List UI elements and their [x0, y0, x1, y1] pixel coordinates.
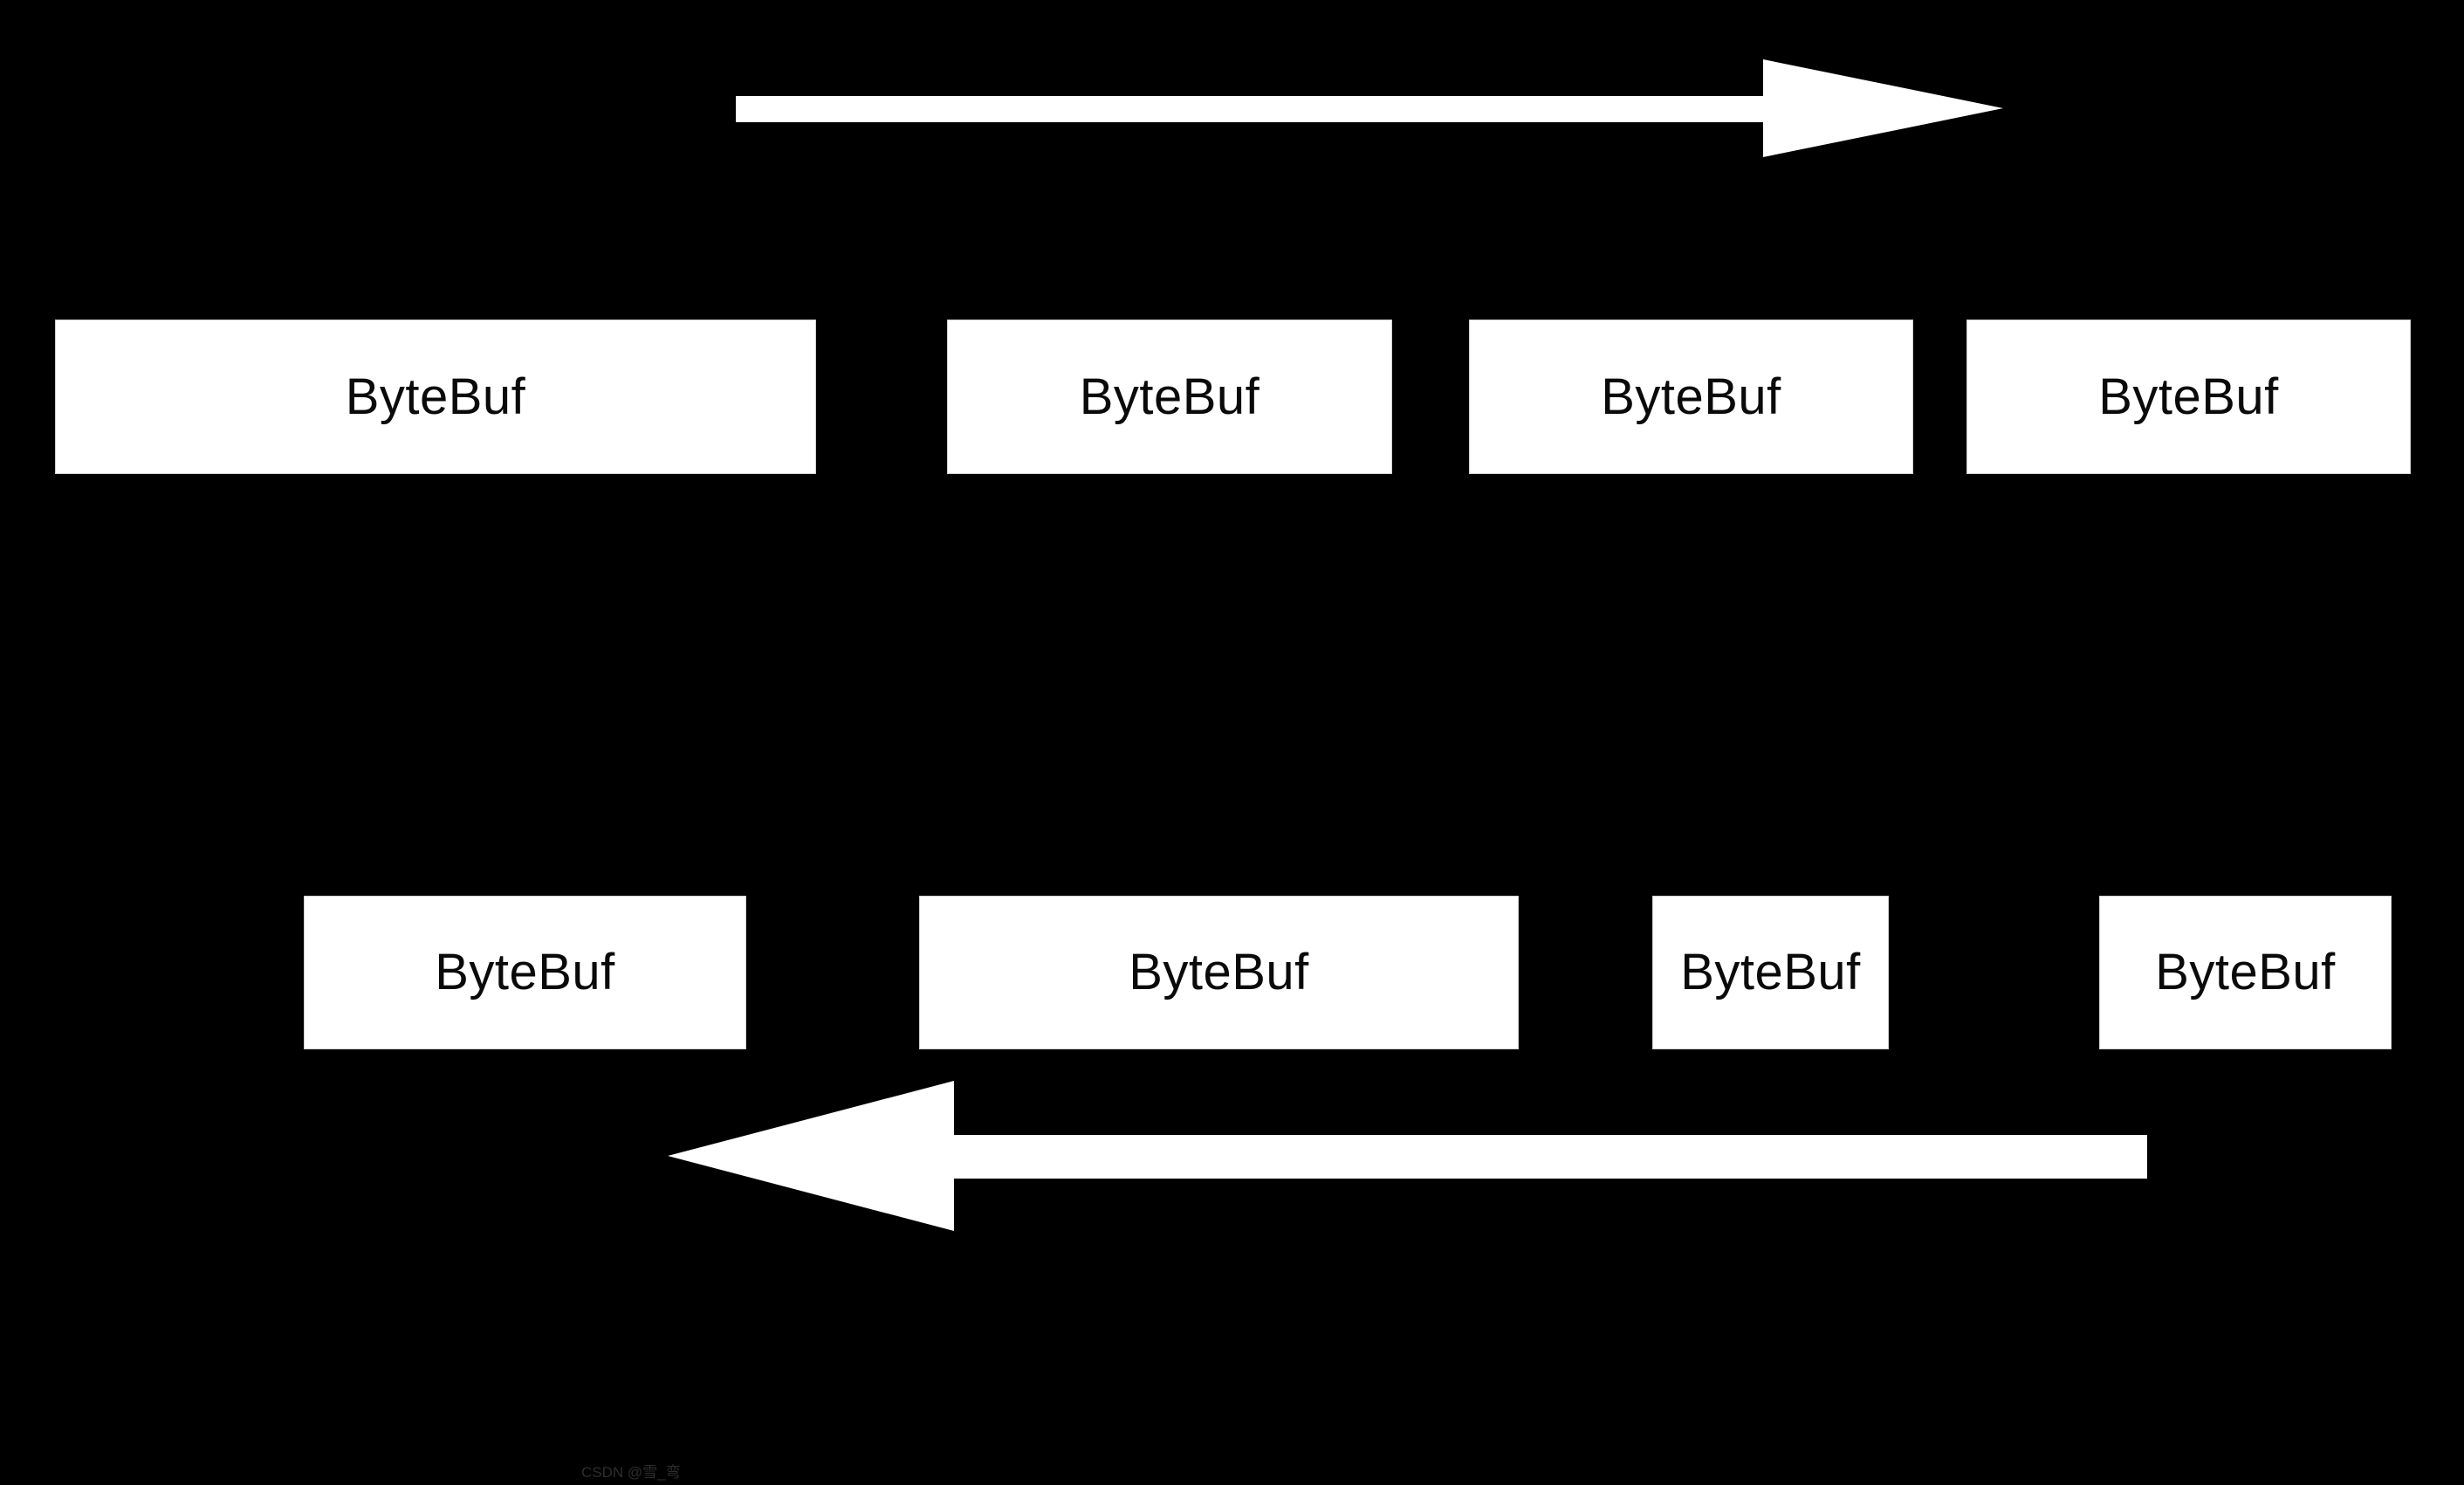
- bytebuf-label: ByteBuf: [435, 944, 615, 1000]
- bytebuf-label: ByteBuf: [2098, 368, 2279, 425]
- bytebuf-box[interactable]: ByteBuf: [2099, 896, 2392, 1049]
- outbound-arrow-icon: [668, 1081, 2147, 1231]
- bytebuf-label: ByteBuf: [1079, 368, 1260, 425]
- bytebuf-label: ByteBuf: [1601, 368, 1781, 425]
- bytebuf-box[interactable]: ByteBuf: [1966, 320, 2411, 474]
- bytebuf-box[interactable]: ByteBuf: [1469, 320, 1913, 474]
- bytebuf-box[interactable]: ByteBuf: [947, 320, 1392, 474]
- bytebuf-box[interactable]: ByteBuf: [304, 896, 746, 1049]
- inbound-arrow-icon: [736, 59, 2003, 157]
- bytebuf-box[interactable]: ByteBuf: [919, 896, 1519, 1049]
- bytebuf-label: ByteBuf: [1680, 944, 1861, 1000]
- bytebuf-label: ByteBuf: [345, 368, 526, 425]
- bytebuf-label: ByteBuf: [1129, 944, 1309, 1000]
- bytebuf-label: ByteBuf: [2155, 944, 2336, 1000]
- source-watermark: CSDN @雪_弯: [581, 1464, 681, 1481]
- bytebuf-box[interactable]: ByteBuf: [1652, 896, 1889, 1049]
- bytebuf-box[interactable]: ByteBuf: [55, 320, 816, 474]
